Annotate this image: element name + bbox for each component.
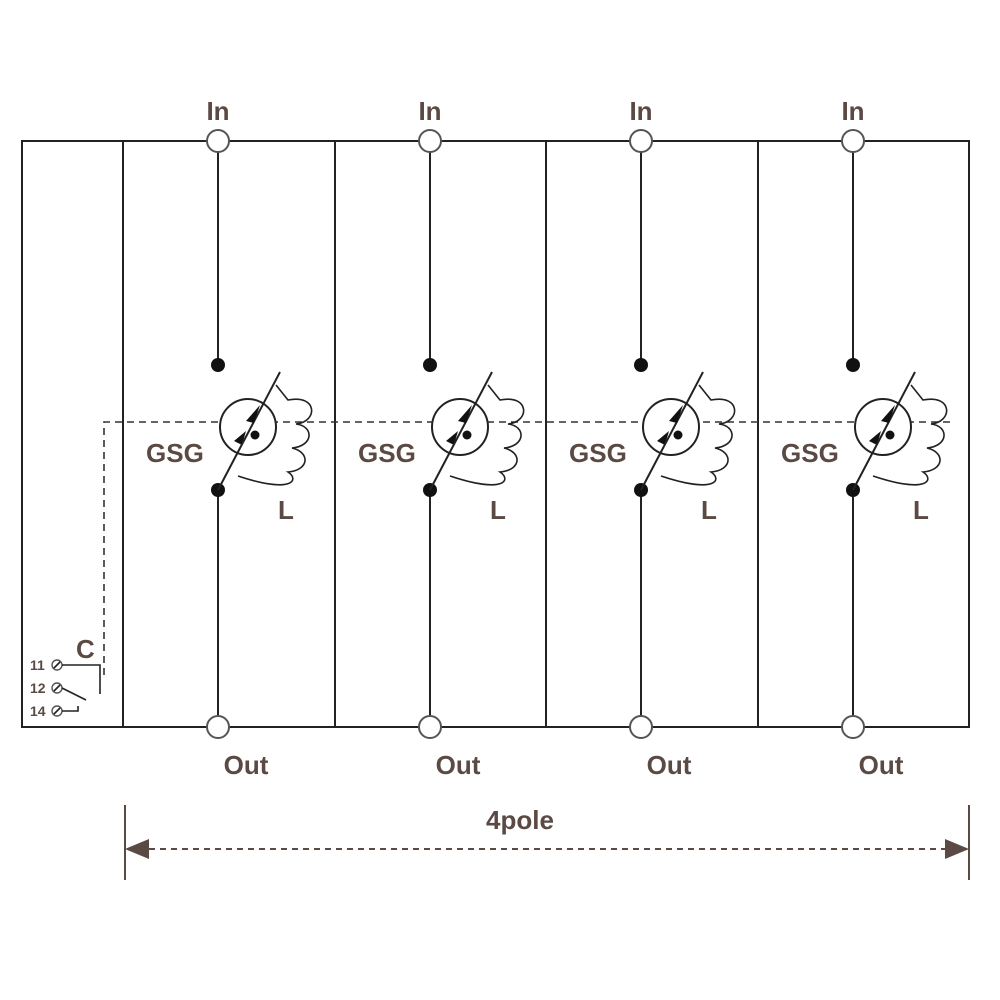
trigger-arrow-icon [881,405,895,423]
input-label: In [206,96,229,126]
inductor-label: L [913,495,929,525]
output-terminal [418,715,442,739]
contact-terminal-label: 14 [30,703,46,719]
changeover-contact-icon [61,664,101,712]
spark-gap-icon [431,398,489,456]
inductor-coil-icon [237,384,313,486]
input-label: In [629,96,652,126]
inductor-label: L [490,495,506,525]
gas-fill-dot-icon [462,430,472,440]
screw-slot [53,707,61,715]
dimension-label: 4pole [486,805,554,835]
inductor-label: L [701,495,717,525]
spark-gap-icon [854,398,912,456]
input-terminal [841,129,865,153]
spark-gap-contact-dot [846,358,860,372]
output-terminal [629,715,653,739]
inductor-coil-icon [449,384,525,486]
screw-slot [53,684,61,692]
gsg-label: GSG [569,438,627,468]
varistor-diagonal-line [640,371,704,491]
gsg-label: GSG [358,438,416,468]
spark-gap-contact-dot [211,358,225,372]
spark-gap-contact-dot [634,358,648,372]
input-label: In [841,96,864,126]
gsg-label: GSG [781,438,839,468]
trigger-arrow-icon [246,405,260,423]
dimension-annotation: 4pole [124,805,970,880]
input-terminal [418,129,442,153]
remote-contact-block: C 11 12 14 [30,634,101,719]
inductor-coil-icon [872,384,948,486]
housing-frame [21,140,970,728]
output-label: Out [647,750,692,780]
spark-gap-icon [219,398,277,456]
output-label: Out [436,750,481,780]
input-terminal [206,129,230,153]
varistor-diagonal-line [852,371,916,491]
spark-gap-icon [642,398,700,456]
contact-label: C [76,634,95,664]
gsg-label: GSG [146,438,204,468]
output-label: Out [224,750,269,780]
gas-fill-dot-icon [250,430,260,440]
output-terminal [841,715,865,739]
input-label: In [418,96,441,126]
trigger-arrow-icon [458,405,472,423]
varistor-diagonal-line [429,371,493,491]
screw-slot [53,661,61,669]
gas-fill-dot-icon [673,430,683,440]
varistor-diagonal-line [217,371,281,491]
inductor-coil-icon [660,384,736,486]
output-label: Out [859,750,904,780]
contact-terminal-label: 11 [30,657,45,673]
inductor-label: L [278,495,294,525]
contact-terminal-label: 12 [30,680,46,696]
spark-gap-contact-dot [423,358,437,372]
output-terminal [206,715,230,739]
input-terminal [629,129,653,153]
trigger-arrow-icon [669,405,683,423]
gas-fill-dot-icon [885,430,895,440]
